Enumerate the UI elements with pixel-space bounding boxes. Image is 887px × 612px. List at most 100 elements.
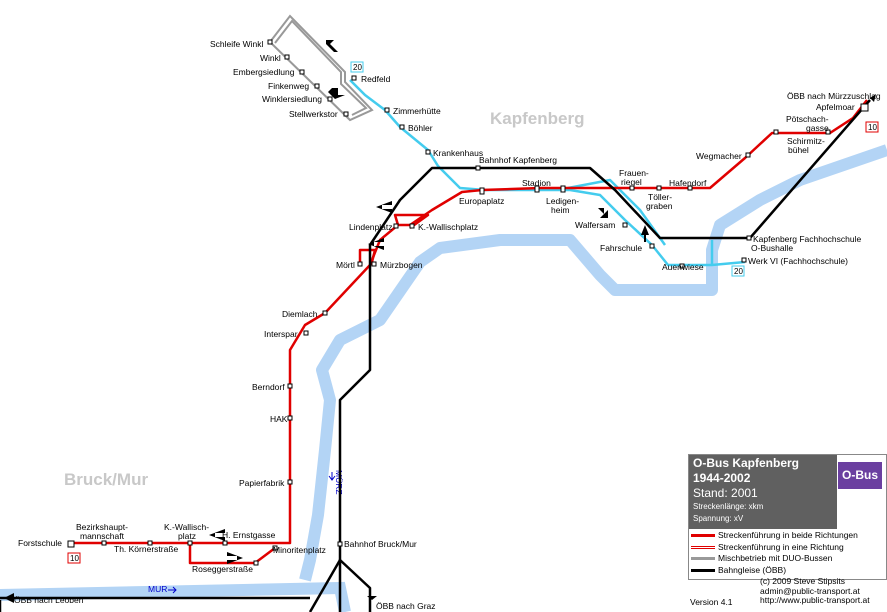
stop-winkl <box>284 54 290 60</box>
label-walfersam: Walfersam <box>575 220 615 230</box>
label-poetschachgasse-2: gasse <box>806 123 829 133</box>
label-bezirkshauptmannschaft-2: mannschaft <box>80 531 125 541</box>
label-winklersiedlung: Winklersiedlung <box>262 94 322 104</box>
label-th-koernerstrasse: Th. Körnerstraße <box>114 544 179 554</box>
legend-panel: O-Bus Kapfenberg 1944-2002 Stand: 2001 O… <box>688 454 887 580</box>
credits-url: http://www.public-transport.at <box>760 595 870 605</box>
label-k-wallischplatz-bruck-1: K.-Wallisch- <box>164 522 209 532</box>
label-roseggerstrasse: Roseggerstraße <box>192 564 253 574</box>
label-minoritenplatz: Minoritenplatz <box>273 545 326 555</box>
arrow-down-right-icon <box>328 88 345 99</box>
label-oebb-muerzzuschlag: ÖBB nach Mürzzuschlag <box>787 91 881 101</box>
stop-bahnhof-kapfenberg <box>475 165 481 171</box>
city-label-bruck: Bruck/Mur <box>64 470 148 489</box>
label-auenwiese: Auenwiese <box>662 262 704 272</box>
stop-muerzbogen <box>371 261 377 267</box>
stop-boehler <box>399 124 405 130</box>
legend-swatch <box>691 569 715 573</box>
stop-minoritenplatz <box>272 545 278 551</box>
label-embergsiedlung: Embergsiedlung <box>233 67 295 77</box>
stop-schleife-winkl <box>267 39 273 45</box>
legend-title: O-Bus Kapfenberg <box>693 456 800 470</box>
legend-years: 1944-2002 <box>693 471 751 485</box>
stop-winklersiedlung <box>327 96 333 102</box>
stop-frauenriegel <box>629 185 635 191</box>
winkl-loop <box>269 14 374 122</box>
stop-bezirkshauptmannschaft <box>101 540 107 546</box>
stop-schirmitzbuehel <box>773 129 779 135</box>
obus-badge: O-Bus <box>838 462 882 489</box>
legend-stand: Stand: 2001 <box>693 486 758 500</box>
arrow-left-icon <box>368 238 384 250</box>
stop-finkenweg <box>314 83 320 89</box>
label-stadion: Stadion <box>522 178 551 188</box>
stop-lindenplatz <box>393 223 399 229</box>
stop-zimmerhuette <box>384 107 390 113</box>
arrow-up-left-icon <box>326 40 338 52</box>
river-direction-arrow-icon <box>168 586 177 594</box>
legend-item: Streckenführung in beide Richtungen <box>691 530 858 540</box>
label-winkl: Winkl <box>260 53 281 63</box>
label-apfelmoar: Apfelmoar <box>816 102 855 112</box>
legend-swatch <box>691 534 715 538</box>
label-hak: HAK <box>270 414 288 424</box>
svg-text:10: 10 <box>868 123 877 132</box>
label-hafendorf: Hafendorf <box>669 178 707 188</box>
legend-item: Streckenführung in eine Richtung <box>691 542 844 552</box>
stop-europaplatz <box>479 187 485 195</box>
stop-embergsiedlung <box>299 69 305 75</box>
stop-hafendorf <box>687 185 693 191</box>
label-zimmerhuette: Zimmerhütte <box>393 106 441 116</box>
stops <box>67 39 869 566</box>
river-direction-arrow-icon <box>328 472 336 481</box>
river-label-mur: MUR <box>148 584 167 594</box>
arrow-up-icon <box>641 225 649 242</box>
legend-item-label: Mischbetrieb mit DUO-Bussen <box>718 553 833 563</box>
legend-item: Mischbetrieb mit DUO-Bussen <box>691 553 832 563</box>
stop-apfelmoar <box>860 103 869 112</box>
label-europaplatz: Europaplatz <box>459 196 504 206</box>
stop-ledigenheim <box>560 185 566 193</box>
legend-item-label: Bahngleise (ÖBB) <box>718 565 787 575</box>
arrow-left-icon <box>376 201 392 213</box>
legend-item-label: Streckenführung in eine Richtung <box>718 542 844 552</box>
label-k-wallischplatz-bruck-2: platz <box>178 531 196 541</box>
label-wegmacher: Wegmacher <box>696 151 742 161</box>
label-interspar: Interspar <box>264 329 298 339</box>
label-berndorf: Berndorf <box>252 382 285 392</box>
stop-fachhochschule <box>746 235 752 241</box>
label-schirmitzbuehel-2: bühel <box>788 145 809 155</box>
stop-stadion <box>534 185 540 193</box>
label-o-bushalle: O-Bushalle <box>751 243 793 253</box>
label-redfeld: Redfeld <box>361 74 391 84</box>
label-fahrschule: Fahrschule <box>600 243 642 253</box>
route-badge-right-bottom: 20 <box>731 265 745 277</box>
stop-stellwerkstor <box>343 111 349 117</box>
legend-voltage: Spannung: xV <box>693 514 744 523</box>
stop-auenwiese <box>679 263 685 269</box>
label-toellergraben-2: graben <box>646 201 673 211</box>
version-label: Version 4.1 <box>690 597 733 607</box>
stop-berndorf <box>287 383 293 389</box>
credits-copyright: (c) 2009 Steve Stipsits <box>760 576 846 586</box>
arrow-left-icon <box>209 529 225 541</box>
stop-krankenhaus <box>425 149 431 155</box>
label-oebb-graz: ÖBB nach Graz <box>376 601 436 611</box>
stop-th-koernerstrasse <box>147 540 153 546</box>
arrow-right-icon <box>227 552 243 564</box>
stop-roseggerstrasse <box>253 560 259 566</box>
legend-swatch <box>691 546 715 550</box>
label-muerzbogen: Mürzbogen <box>380 260 423 270</box>
label-ledigenheim-2: heim <box>551 205 569 215</box>
legend-length: Streckenlänge: xkm <box>693 502 764 511</box>
label-finkenweg: Finkenweg <box>268 81 309 91</box>
label-frauenriegel-2: riegel <box>621 177 642 187</box>
svg-text:20: 20 <box>734 267 743 276</box>
stop-hak <box>287 415 293 421</box>
arrow-left-icon <box>4 593 14 603</box>
credits-email: admin@public-transport.at <box>760 585 860 596</box>
stop-forstschule <box>67 540 75 548</box>
label-k-wallischplatz: K.-Wallischplatz <box>418 222 478 232</box>
svg-text:20: 20 <box>353 63 362 72</box>
